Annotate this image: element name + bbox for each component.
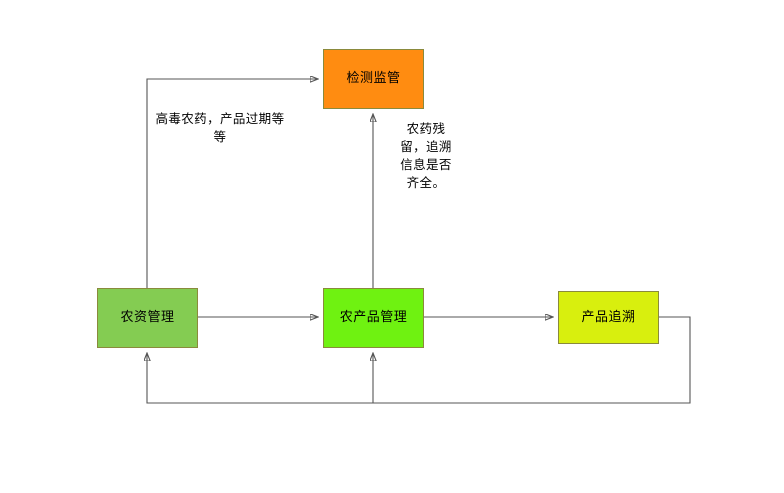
node-product-traceability[interactable]: 产品追溯 [558, 291, 659, 344]
connector-trace-feedback-loop [147, 316, 691, 404]
node-produce-management[interactable]: 农产品管理 [323, 288, 424, 348]
annotation-pesticide-residue: 农药残留，追溯信息是否齐全。 [400, 121, 452, 191]
node-agricultural-input-management-label: 农资管理 [120, 310, 175, 326]
node-produce-management-label: 农产品管理 [339, 310, 408, 326]
node-product-traceability-label: 产品追溯 [581, 309, 636, 325]
node-inspection-supervision-label: 检测监管 [346, 71, 401, 87]
annotation-high-toxicity-pesticide: 高毒农药，产品过期等等 [155, 111, 285, 145]
connector-agri-input-to-inspection [146, 79, 318, 288]
node-agricultural-input-management[interactable]: 农资管理 [97, 288, 198, 348]
node-inspection-supervision[interactable]: 检测监管 [323, 49, 424, 109]
